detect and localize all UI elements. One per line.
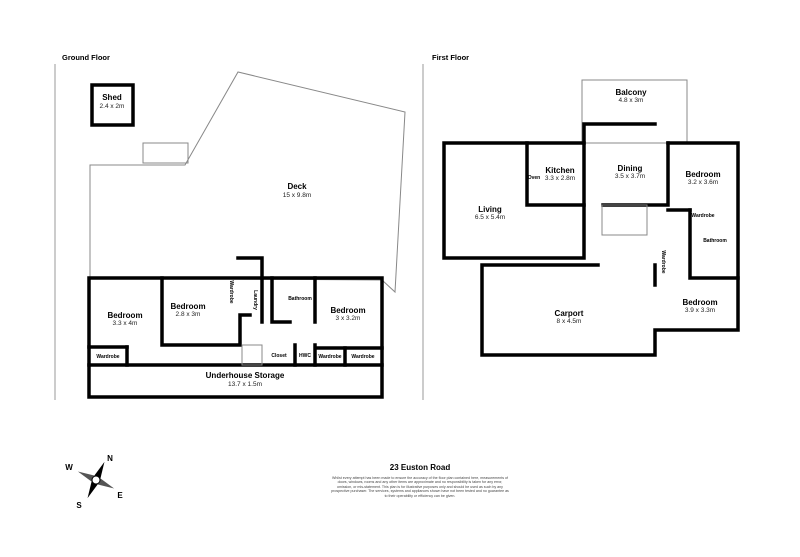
room-size-bedroom: 3.2 x 3.6m [688, 179, 718, 186]
room-size-carport: 8 x 4.5m [557, 318, 582, 325]
room-size-bedroom: 2.8 x 3m [176, 311, 201, 318]
first-floor-label: First Floor [432, 53, 469, 62]
label-bathroom: Bathroom [703, 238, 727, 244]
living-walls [442, 141, 586, 260]
label-laundry: Laundry [252, 290, 258, 310]
room-size-bedroom: 3.3 x 4m [113, 320, 138, 327]
room-size-bedroom: 3.9 x 3.3m [685, 307, 715, 314]
room-size-shed: 2.4 x 2m [100, 103, 125, 110]
deck-stairs [142, 142, 189, 164]
label-wardrobe: Wardrobe [351, 354, 374, 360]
room-name-underhouse-storage: Underhouse Storage [206, 371, 285, 380]
label-wardrobe: Wardrobe [228, 280, 234, 303]
label-closet: Closet [271, 353, 287, 359]
label-oven: Oven [528, 175, 541, 181]
room-size-bedroom: 3 x 3.2m [336, 315, 361, 322]
label-bathroom: Bathroom [288, 296, 312, 302]
room-name-living: Living [478, 205, 502, 214]
room-size-balcony: 4.8 x 3m [619, 97, 644, 104]
room-name-shed: Shed [102, 93, 122, 102]
room-name-kitchen: Kitchen [545, 166, 574, 175]
first-floor-plan: Balcony 4.8 x 3m Kitchen 3.3 x 2.8m Dini… [442, 79, 740, 357]
room-name-bedroom: Bedroom [330, 306, 365, 315]
shed-walls [90, 83, 135, 127]
compass-s: S [76, 501, 82, 510]
label-wardrobe: Wardrobe [96, 354, 119, 360]
room-size-dining: 3.5 x 3.7m [615, 173, 645, 180]
room-size-underhouse-storage: 13.7 x 1.5m [228, 381, 262, 388]
room-name-carport: Carport [555, 309, 584, 318]
label-wardrobe: Wardrobe [318, 354, 341, 360]
label-wardrobe: Wardrobe [660, 250, 666, 273]
deck-outline [89, 71, 406, 294]
compass-n: N [107, 454, 113, 463]
address-title: 23 Euston Road [389, 463, 451, 472]
room-name-balcony: Balcony [615, 88, 647, 97]
room-name-dining: Dining [618, 164, 643, 173]
room-name-bedroom: Bedroom [682, 298, 717, 307]
label-wardrobe: Wardrobe [691, 213, 714, 219]
room-name-bedroom: Bedroom [170, 302, 205, 311]
room-size-kitchen: 3.3 x 2.8m [545, 175, 575, 182]
room-size-deck: 15 x 9.8m [283, 192, 312, 199]
room-name-bedroom: Bedroom [107, 311, 142, 320]
room-size-living: 6.5 x 5.4m [475, 214, 505, 221]
ground-outer-walls [87, 276, 384, 399]
ground-floor-label: Ground Floor [62, 53, 110, 62]
label-hwc: HWC [299, 353, 311, 359]
ground-floor-plan: Shed 2.4 x 2m Deck 15 x 9.8m Bedroom 3.3… [87, 71, 406, 399]
balcony-outline [581, 79, 688, 144]
compass-rose-icon: N W E S [65, 454, 123, 510]
room-name-bedroom: Bedroom [685, 170, 720, 179]
room-name-deck: Deck [287, 182, 307, 191]
compass-w: W [65, 463, 73, 472]
disclaimer-text: Whilst every attempt has been made to en… [331, 476, 509, 498]
compass-e: E [117, 491, 123, 500]
